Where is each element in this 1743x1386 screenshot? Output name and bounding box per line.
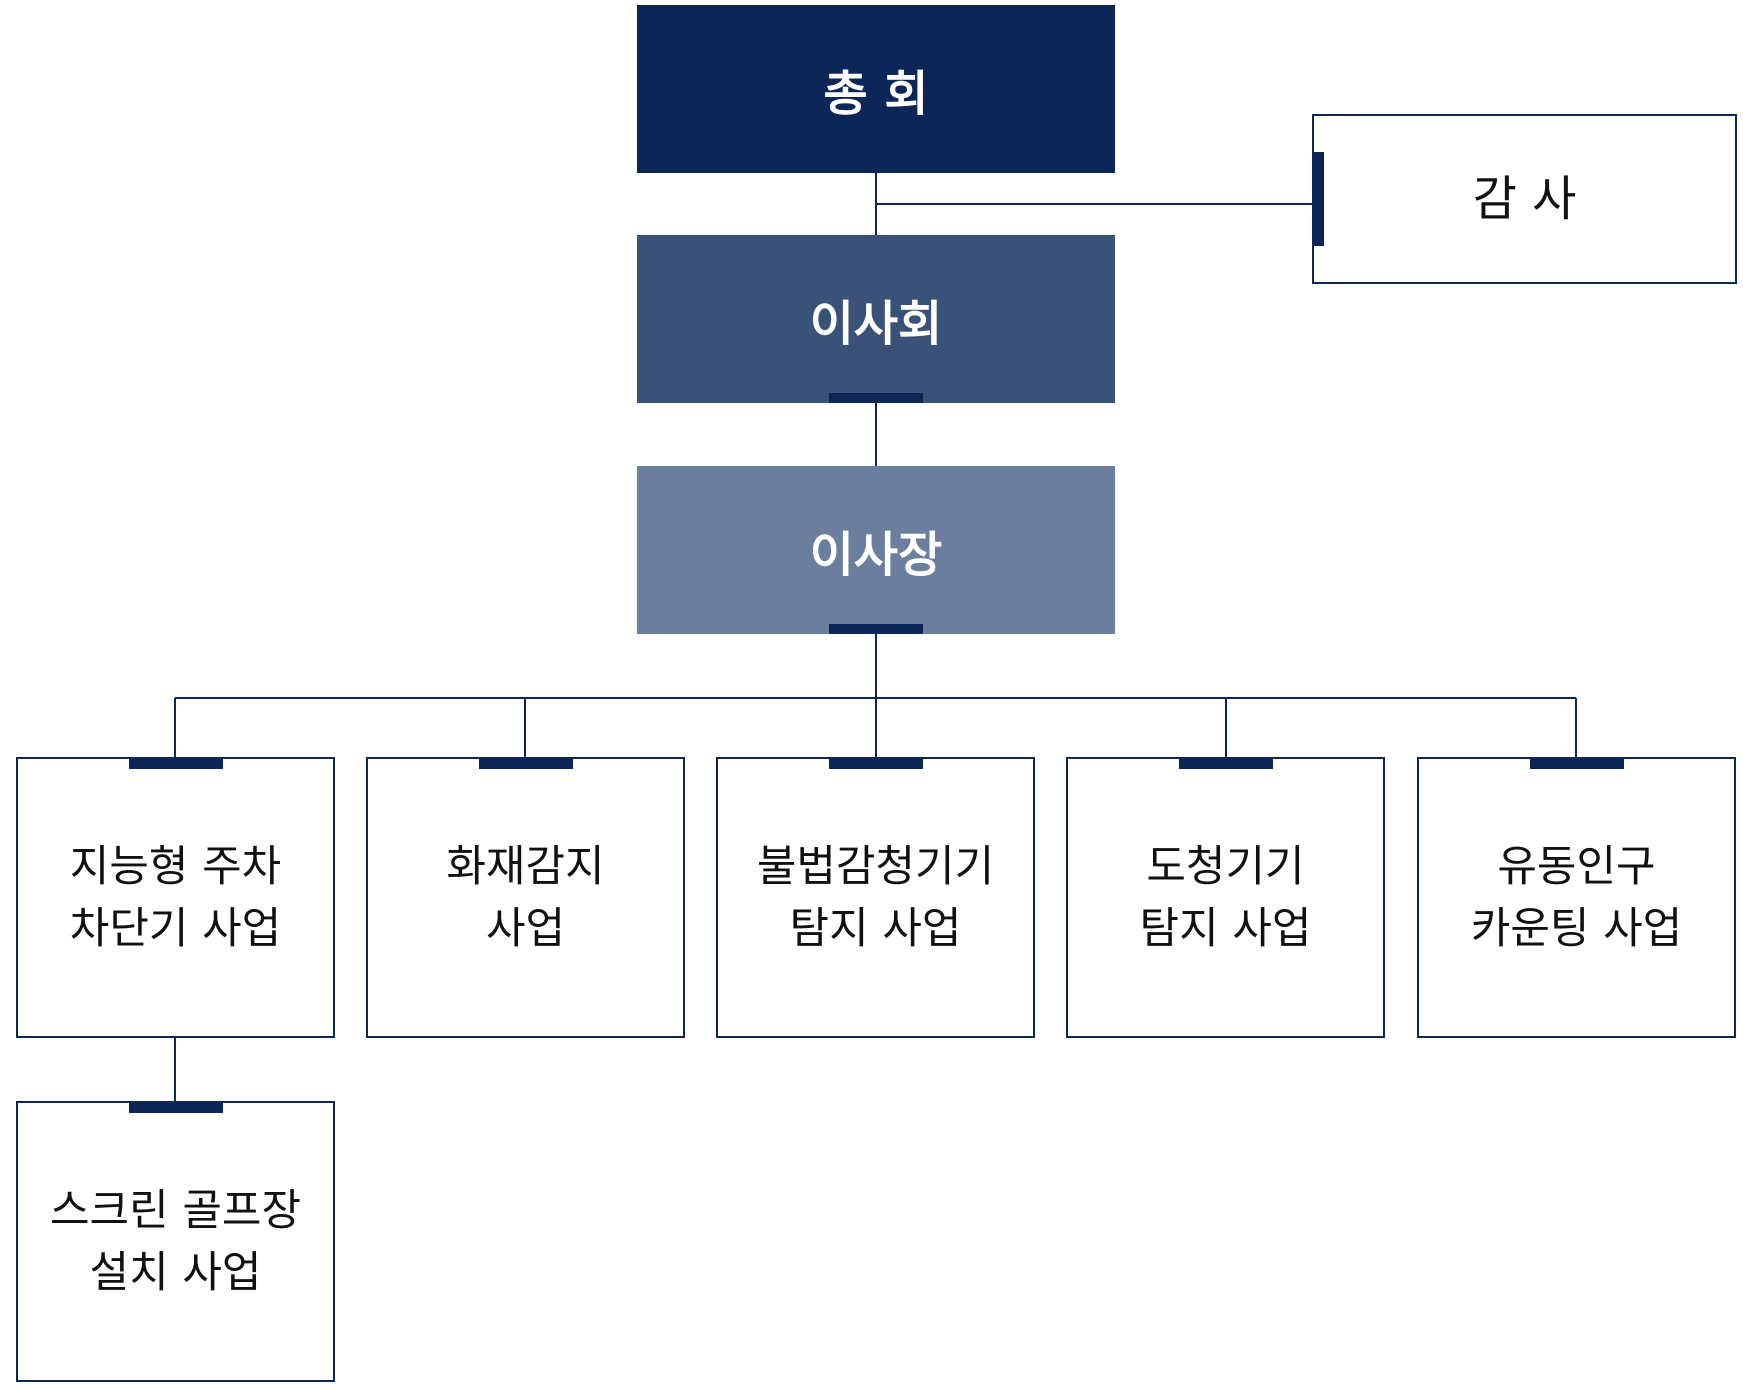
business-label-line-2: 사업 (485, 903, 566, 954)
chairman-label: 이사장 (809, 527, 943, 583)
sub-business-box-screen-golf: 스크린 골프장 설치 사업 (16, 1101, 335, 1382)
business-box-foot-traffic-counting: 유동인구 카운팅 사업 (1417, 757, 1736, 1038)
board-of-directors-box: 이사회 (637, 235, 1115, 403)
business-label-line-1: 화재감지 (446, 841, 605, 892)
business-box-bug-detection: 도청기기 탐지 사업 (1066, 757, 1385, 1038)
business-label-line-2: 카운팅 사업 (1470, 903, 1683, 954)
business-label-line-1: 도청기기 (1146, 841, 1305, 892)
connector-tab (1529, 759, 1624, 769)
business-label-line-2: 차단기 사업 (69, 903, 282, 954)
connector-tab (478, 759, 573, 769)
board-connector-tab (829, 393, 923, 403)
business-box-fire-detection: 화재감지 사업 (366, 757, 685, 1038)
sub-business-label-line-2: 설치 사업 (89, 1247, 262, 1298)
business-box-parking-gate: 지능형 주차 차단기 사업 (16, 757, 335, 1038)
connector-tab (128, 759, 223, 769)
business-label-line-1: 유동인구 (1497, 841, 1656, 892)
board-of-directors-label: 이사회 (809, 296, 943, 352)
business-label-line-1: 불법감청기기 (756, 841, 995, 892)
connector-tab (128, 1103, 223, 1113)
business-box-illegal-wiretap-detection: 불법감청기기 탐지 사업 (716, 757, 1035, 1038)
business-label-line-2: 탐지 사업 (1139, 903, 1312, 954)
business-label-line-1: 지능형 주차 (69, 841, 282, 892)
auditor-connector-tab (1314, 152, 1324, 246)
general-assembly-box: 총 회 (637, 5, 1115, 173)
chairman-box: 이사장 (637, 466, 1115, 634)
general-assembly-label: 총 회 (823, 66, 929, 122)
auditor-label: 감 사 (1472, 171, 1577, 227)
chairman-connector-tab (829, 624, 923, 634)
business-label-line-2: 탐지 사업 (789, 903, 962, 954)
sub-business-label-line-1: 스크린 골프장 (49, 1185, 302, 1236)
auditor-box: 감 사 (1312, 114, 1737, 284)
connector-tab (1178, 759, 1273, 769)
connector-tab (828, 759, 923, 769)
